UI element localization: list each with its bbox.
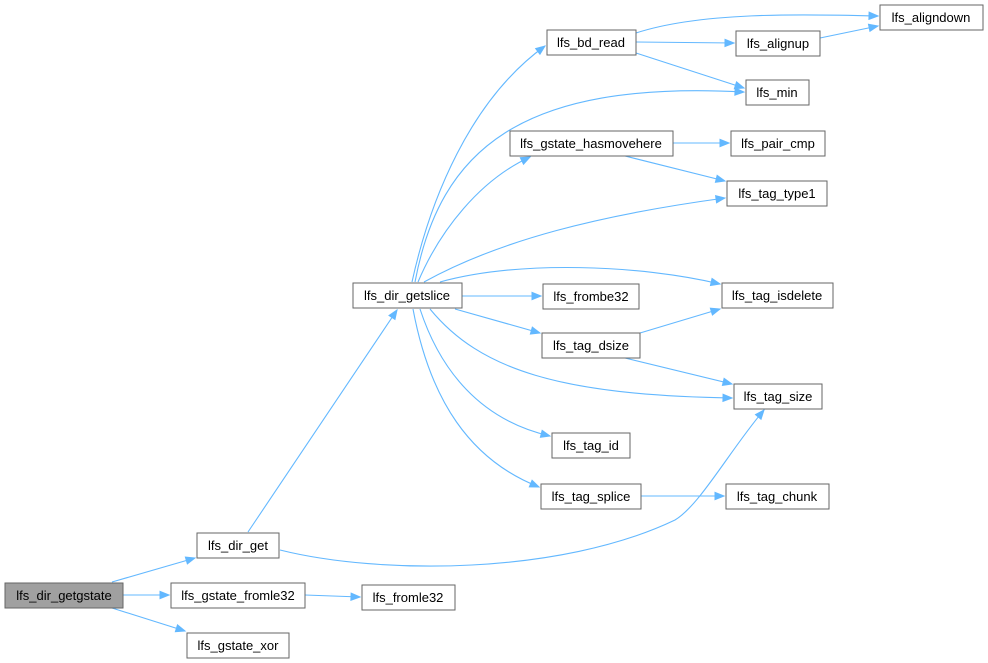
node-lfs-tag-size[interactable]: lfs_tag_size <box>733 383 823 410</box>
edge-getslice-to-tag-id <box>419 308 552 438</box>
node-lfs-min[interactable]: lfs_min <box>745 79 810 106</box>
node-lfs-frombe32[interactable]: lfs_frombe32 <box>542 283 640 310</box>
edge-bd-read-to-aligndown <box>635 11 880 34</box>
node-lfs-dir-get[interactable]: lfs_dir_get <box>196 532 280 559</box>
svg-text:lfs_pair_cmp: lfs_pair_cmp <box>741 136 815 151</box>
edge-getgstate-to-gstate-xor <box>111 607 187 633</box>
svg-text:lfs_min: lfs_min <box>756 85 797 100</box>
node-lfs-dir-getslice[interactable]: lfs_dir_getslice <box>352 282 463 309</box>
svg-text:lfs_frombe32: lfs_frombe32 <box>553 289 628 304</box>
svg-text:lfs_tag_chunk: lfs_tag_chunk <box>737 489 818 504</box>
node-lfs-tag-dsize[interactable]: lfs_tag_dsize <box>541 332 641 359</box>
edge-getgstate-to-gstate-fromle32 <box>123 590 171 600</box>
edge-getslice-to-bd-read <box>411 45 547 283</box>
svg-text:lfs_tag_id: lfs_tag_id <box>563 438 619 453</box>
edge-tag-splice-to-tag-chunk <box>641 491 726 501</box>
svg-text:lfs_dir_getslice: lfs_dir_getslice <box>364 288 450 303</box>
node-lfs-tag-id[interactable]: lfs_tag_id <box>551 432 631 459</box>
edge-alignup-to-aligndown <box>819 23 880 39</box>
call-edges <box>111 11 880 633</box>
edge-dir-get-to-tag-size <box>279 408 765 567</box>
node-lfs-gstate-fromle32[interactable]: lfs_gstate_fromle32 <box>170 582 306 609</box>
edge-dir-get-to-getslice <box>247 308 398 533</box>
svg-text:lfs_fromle32: lfs_fromle32 <box>373 590 444 605</box>
svg-text:lfs_dir_get: lfs_dir_get <box>208 538 268 553</box>
edge-gstate-fromle32-to-fromle32 <box>304 592 362 601</box>
node-lfs-tag-isdelete[interactable]: lfs_tag_isdelete <box>721 282 834 309</box>
node-lfs-bd-read[interactable]: lfs_bd_read <box>546 29 637 56</box>
svg-text:lfs_tag_type1: lfs_tag_type1 <box>738 186 815 201</box>
node-lfs-tag-splice[interactable]: lfs_tag_splice <box>540 483 642 510</box>
node-lfs-gstate-hasmovehere[interactable]: lfs_gstate_hasmovehere <box>509 130 674 157</box>
node-lfs-tag-type1[interactable]: lfs_tag_type1 <box>726 180 828 207</box>
edge-getslice-to-hasmovehere <box>417 156 532 283</box>
edge-getgstate-to-dir-get <box>111 556 197 583</box>
node-lfs-fromle32[interactable]: lfs_fromle32 <box>361 584 456 611</box>
edge-getslice-to-tag-splice <box>412 308 541 488</box>
svg-text:lfs_tag_isdelete: lfs_tag_isdelete <box>732 288 822 303</box>
svg-text:lfs_tag_size: lfs_tag_size <box>744 389 813 404</box>
svg-text:lfs_bd_read: lfs_bd_read <box>557 35 625 50</box>
edge-bd-read-to-min <box>635 52 746 90</box>
svg-text:lfs_gstate_hasmovehere: lfs_gstate_hasmovehere <box>520 136 662 151</box>
node-lfs-dir-getgstate[interactable]: lfs_dir_getgstate <box>4 582 124 609</box>
svg-text:lfs_alignup: lfs_alignup <box>747 36 809 51</box>
svg-text:lfs_gstate_xor: lfs_gstate_xor <box>198 638 280 653</box>
node-lfs-alignup[interactable]: lfs_alignup <box>735 30 821 57</box>
edge-getslice-to-tag-type1 <box>423 195 727 283</box>
svg-text:lfs_aligndown: lfs_aligndown <box>892 10 971 25</box>
edge-getslice-to-frombe32 <box>462 291 543 301</box>
svg-text:lfs_dir_getgstate: lfs_dir_getgstate <box>16 588 111 603</box>
edge-tag-dsize-to-tag-size <box>624 357 734 386</box>
edge-getslice-to-tag-isdelete <box>439 266 722 287</box>
edge-tag-dsize-to-tag-isdelete <box>639 307 722 334</box>
node-lfs-pair-cmp[interactable]: lfs_pair_cmp <box>730 130 826 157</box>
edge-getslice-to-min <box>414 87 746 283</box>
svg-text:lfs_gstate_fromle32: lfs_gstate_fromle32 <box>181 588 294 603</box>
function-nodes: lfs_dir_getgstate lfs_dir_get lfs_gstate… <box>4 4 984 659</box>
edge-getslice-to-tag-dsize <box>454 308 542 335</box>
node-lfs-gstate-xor[interactable]: lfs_gstate_xor <box>186 632 290 659</box>
svg-text:lfs_tag_splice: lfs_tag_splice <box>552 489 631 504</box>
svg-text:lfs_tag_dsize: lfs_tag_dsize <box>553 338 629 353</box>
edge-bd-read-to-alignup <box>635 38 736 48</box>
edge-getslice-to-tag-size <box>429 308 734 403</box>
node-lfs-tag-chunk[interactable]: lfs_tag_chunk <box>725 483 830 510</box>
node-lfs-aligndown[interactable]: lfs_aligndown <box>879 4 984 31</box>
edge-hasmovehere-to-tag-type1 <box>624 155 727 183</box>
edge-hasmovehere-to-pair-cmp <box>673 138 731 148</box>
